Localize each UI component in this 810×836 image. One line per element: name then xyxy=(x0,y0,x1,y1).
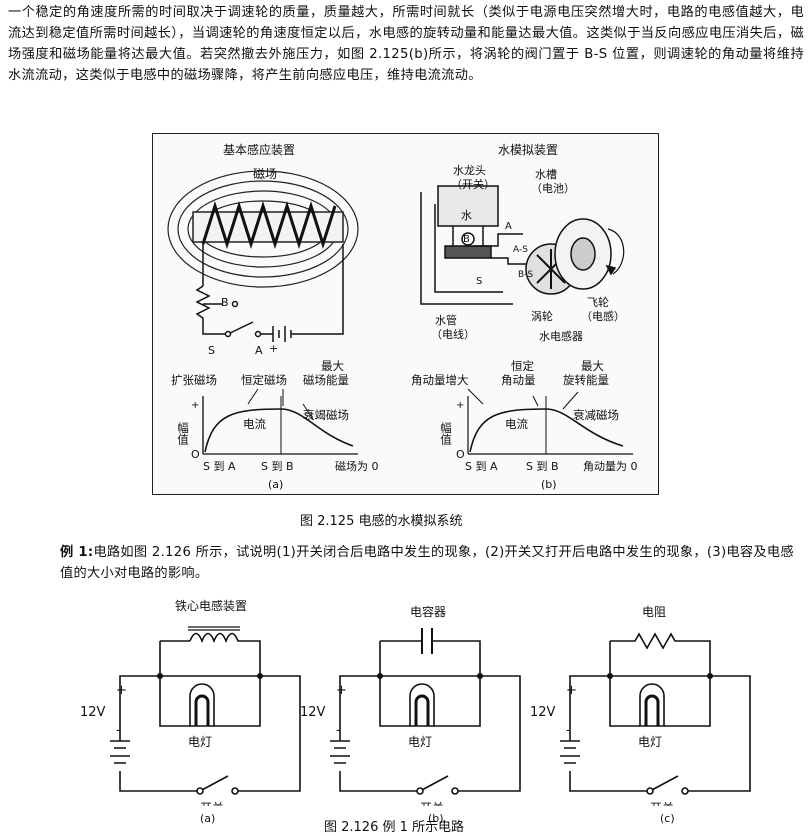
circuit-b-component: 电容器 xyxy=(410,604,446,619)
circuit-c-switch: 开关 xyxy=(650,801,674,806)
water-label: 水 xyxy=(461,209,472,222)
valve-as-label: A-S xyxy=(513,245,528,255)
graph-b-decay: 衰减磁场 xyxy=(573,408,619,422)
graph-b-x2: S 到 B xyxy=(526,460,559,473)
graph-b-max: 最大旋转能量 xyxy=(563,359,609,387)
fig126-tag-a: (a) xyxy=(200,812,216,825)
circuit-a-component: 铁心电感装置 xyxy=(175,598,247,613)
example-1-text: 电路如图 2.126 所示，试说明(1)开关闭合后电路中发生的现象，(2)开关又… xyxy=(60,545,794,581)
junction-a1 xyxy=(157,673,163,679)
circuit-c-lamp: 电灯 xyxy=(638,735,662,749)
switch-s-label: S xyxy=(208,344,215,357)
graph-a-x1: S 到 A xyxy=(203,460,236,473)
circuit-a-voltage: 12V xyxy=(80,705,106,720)
valve-s-label: S xyxy=(476,276,482,287)
fig-a-title: 基本感应装置 xyxy=(223,142,295,157)
junction-a2 xyxy=(257,673,263,679)
circuit-c-voltage: 12V xyxy=(530,705,556,720)
faucet-label: 水龙头（开关） xyxy=(451,164,495,191)
graph-a-x2: S 到 B xyxy=(261,460,294,473)
graph-b-x3: 角动量为 0 xyxy=(583,460,638,473)
fig-b-graph xyxy=(467,388,633,455)
circuit-b-minus: - xyxy=(336,723,341,738)
tank-label: 水槽（电池） xyxy=(531,168,575,195)
circuit-a xyxy=(110,626,301,795)
circuit-b-switch: 开关 xyxy=(420,801,444,806)
fig-a-graph xyxy=(202,388,358,455)
circuit-c-component: 电阻 xyxy=(642,605,666,619)
figure-2-126-caption: 图 2.126 例 1 所示电路 xyxy=(324,820,465,835)
graph-b-x1: S 到 A xyxy=(465,460,498,473)
circuit-a-plus: + xyxy=(116,683,127,698)
circuit-a-lamp: 电灯 xyxy=(188,735,212,749)
figure-2-125-caption: 图 2.125 电感的水模拟系统 xyxy=(300,514,463,529)
figure-2-126: 铁心电感装置 12V + - 电灯 开关 电容器 12V + - 电灯 开关 xyxy=(80,598,751,806)
junction-b2 xyxy=(477,673,483,679)
graph-a-expand: 扩张磁场 xyxy=(171,373,217,387)
fig-a-tag: (a) xyxy=(268,478,283,491)
fig-b-title: 水模拟装置 xyxy=(498,143,558,157)
turbine-label: 涡轮 xyxy=(531,309,553,323)
switch-a-label: A xyxy=(255,344,263,357)
graph-b-zero: O xyxy=(456,448,465,461)
valve-a-label: A xyxy=(505,221,512,232)
body-paragraph: 一个稳定的角速度所需的时间取决于调速轮的质量，质量越大，所需时间就长（类似于电源… xyxy=(8,5,804,83)
graph-a-y-axis: 幅值 xyxy=(176,422,190,446)
junction-b1 xyxy=(377,673,383,679)
graph-b-curve-label: 电流 xyxy=(505,417,528,431)
inductor-coil xyxy=(201,201,337,249)
circuit-c-minus: - xyxy=(566,723,571,738)
graph-b-plus: + xyxy=(456,400,464,411)
graph-b-constant: 恒定角动量 xyxy=(501,359,536,387)
circuit-c xyxy=(560,632,751,795)
junction-c1 xyxy=(607,673,613,679)
valve-bs-label: B-S xyxy=(518,270,533,280)
circuit-b-voltage: 12V xyxy=(300,705,326,720)
graph-a-max: 最大磁场能量 xyxy=(303,359,349,387)
graph-a-x3: 磁场为 0 xyxy=(335,459,379,473)
pipe-label: 水管（电线） xyxy=(431,313,475,341)
figure-2-125-drawing: 基本感应装置 磁场 S A B + xyxy=(167,142,638,491)
battery-plus-label: + xyxy=(269,342,278,355)
example-1-paragraph: 例 1:电路如图 2.126 所示，试说明(1)开关闭合后电路中发生的现象，(2… xyxy=(60,542,796,584)
flywheel-label: 飞轮（电感） xyxy=(581,295,625,323)
figure-2-125: 基本感应装置 磁场 S A B + xyxy=(152,133,659,495)
fig126-tag-c: (c) xyxy=(660,812,675,825)
circuit-c-plus: + xyxy=(566,683,577,698)
valve-b-label: B xyxy=(463,234,470,245)
circuit-a-switch: 开关 xyxy=(200,801,224,806)
circuit-b-plus: + xyxy=(336,683,347,698)
fig126-tag-b: (b) xyxy=(428,812,444,825)
graph-a-constant: 恒定磁场 xyxy=(241,373,287,387)
circuit-b-lamp: 电灯 xyxy=(408,735,432,749)
junction-c2 xyxy=(707,673,713,679)
graph-a-plus: + xyxy=(191,400,199,411)
example-1-label: 例 1: xyxy=(60,545,94,560)
graph-a-decay: 衰竭磁场 xyxy=(303,408,349,422)
circuit-b xyxy=(330,628,521,795)
device-label: 水电感器 xyxy=(539,330,583,343)
switch-b-label: B xyxy=(221,296,229,309)
circuit-a-minus: - xyxy=(116,723,121,738)
field-label: 磁场 xyxy=(253,166,277,181)
water-system xyxy=(420,185,625,305)
fig-b-tag: (b) xyxy=(541,478,557,491)
fig-a-circuit xyxy=(195,244,344,342)
graph-a-zero: O xyxy=(191,448,200,461)
graph-b-y-axis: 幅值 xyxy=(439,422,453,446)
graph-a-curve-label: 电流 xyxy=(243,417,266,431)
graph-b-increase: 角动量增大 xyxy=(411,373,469,387)
